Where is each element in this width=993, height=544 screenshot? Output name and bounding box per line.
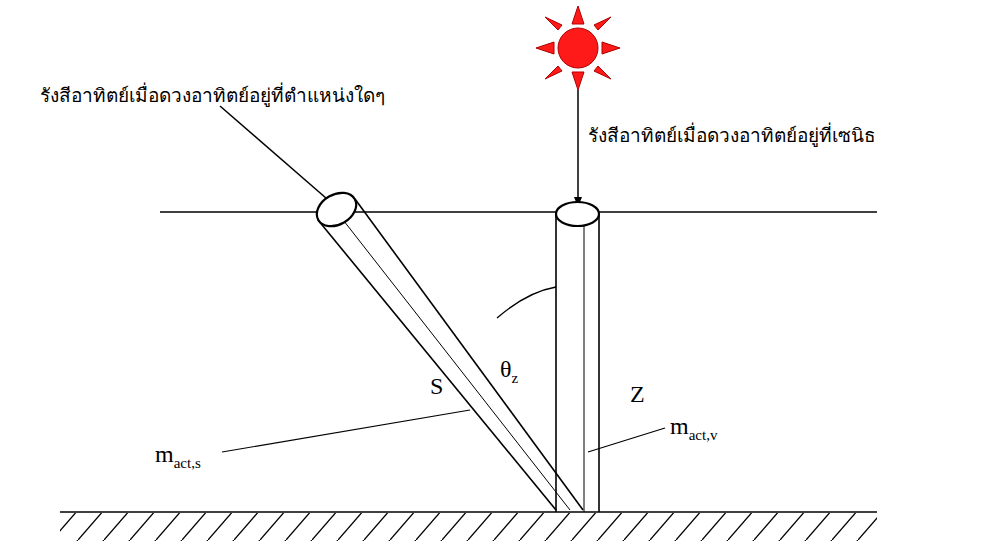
length-symbol: Z xyxy=(630,380,645,409)
ray-caption: รังสีอาทิตย์เมื่อดวงอาทิตย์อยู่ที่เซนิธ xyxy=(588,124,876,147)
oblique-ray xyxy=(220,106,334,205)
air-mass-label: mact,v xyxy=(670,412,717,444)
leader-line xyxy=(588,428,665,452)
length-symbol: S xyxy=(430,372,443,401)
leader-line xyxy=(222,410,470,452)
ray-caption: รังสีอาทิตย์เมื่อดวงอาทิตย์อยู่ที่ตำแหน่… xyxy=(40,84,385,107)
angle-symbol: θz xyxy=(500,355,518,387)
zenith-angle-arc xyxy=(497,287,556,318)
slanted-air-column xyxy=(311,186,583,510)
ground-line xyxy=(60,511,877,512)
atmosphere-top xyxy=(160,211,877,212)
air-mass-label: mact,s xyxy=(155,440,201,472)
sun xyxy=(536,6,620,90)
zenith-ray xyxy=(577,90,579,206)
vertical-air-column xyxy=(556,202,599,512)
ground-hatch xyxy=(60,513,877,541)
